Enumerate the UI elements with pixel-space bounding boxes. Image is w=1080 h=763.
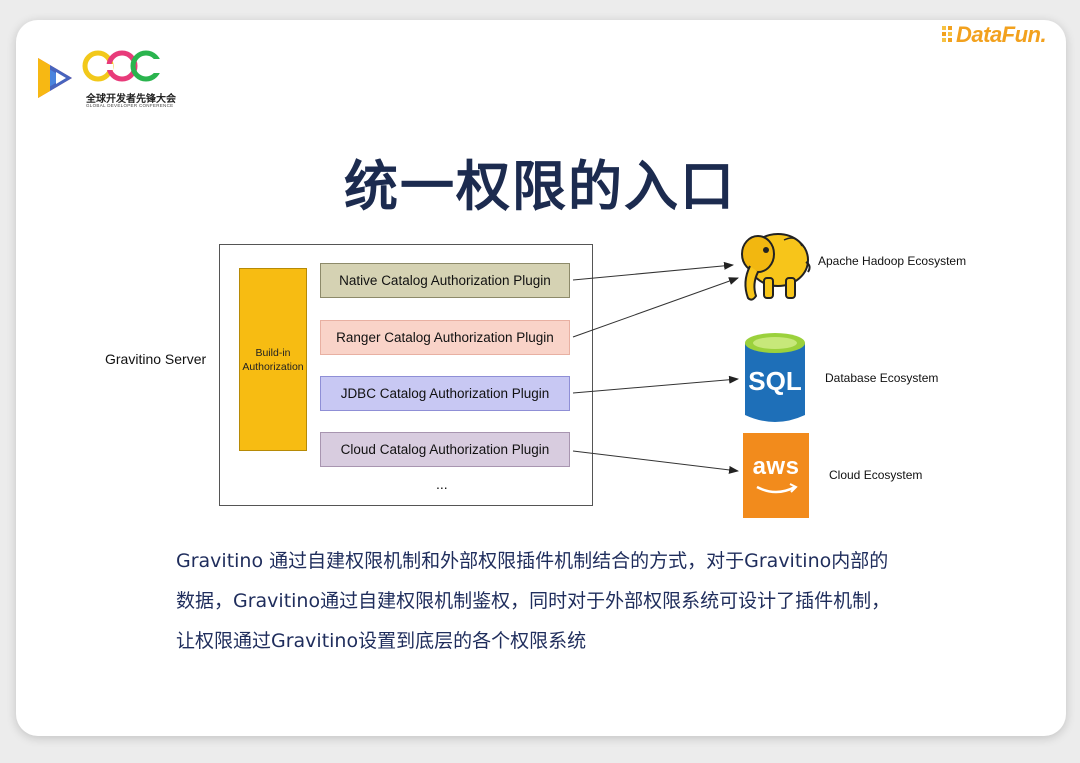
arrow-cloud-to-aws <box>572 450 739 474</box>
arrow-ranger-to-hadoop <box>572 277 739 338</box>
hadoop-ecosystem-label: Apache Hadoop Ecosystem <box>818 254 967 268</box>
aws-icon-text: aws <box>752 453 800 480</box>
gdc-logo-mark-icon <box>38 50 162 98</box>
hadoop-elephant-icon <box>736 220 812 306</box>
sql-icon-text: SQL <box>748 366 802 396</box>
page-title: 统一权限的入口 <box>344 155 736 218</box>
gravitino-server-label: Gravitino Server <box>105 351 207 367</box>
jdbc-plugin-label: JDBC Catalog Authorization Plugin <box>340 386 550 401</box>
description-line: 让权限通过Gravitino设置到底层的各个权限系统 <box>176 630 587 652</box>
gdc-english-name: GLOBAL DEVELOPER CONFERENCE <box>86 103 174 108</box>
native-plugin-box: Native Catalog Authorization Plugin <box>320 263 570 298</box>
builtin-authorization-box: Build-in Authorization <box>239 268 307 451</box>
cloud-plugin-label: Cloud Catalog Authorization Plugin <box>340 442 550 457</box>
jdbc-plugin-box: JDBC Catalog Authorization Plugin <box>320 376 570 411</box>
description-text: Gravitino 通过自建权限机制和外部权限插件机制结合的方式，对于Gravi… <box>176 541 936 661</box>
description-line: 数据，Gravitino通过自建权限机制鉴权，同时对于外部权限系统可设计了插件机… <box>176 590 891 612</box>
datafun-dots-icon <box>942 26 952 42</box>
more-plugins-ellipsis: ... <box>436 476 448 492</box>
cloud-ecosystem-label: Cloud Ecosystem <box>829 468 923 482</box>
description-line: Gravitino 通过自建权限机制和外部权限插件机制结合的方式，对于Gravi… <box>176 550 889 572</box>
ranger-plugin-label: Ranger Catalog Authorization Plugin <box>336 330 554 345</box>
datafun-wordmark: DataFun. <box>956 22 1047 47</box>
aws-cloud-icon: aws <box>743 433 809 518</box>
arrow-native-to-hadoop <box>572 261 734 281</box>
ranger-plugin-box: Ranger Catalog Authorization Plugin <box>320 320 570 355</box>
sql-database-icon: SQL <box>744 331 806 427</box>
gdc-logo: 全球开发者先锋大会 GLOBAL DEVELOPER CONFERENCE <box>36 46 176 112</box>
arrow-jdbc-to-database <box>572 375 739 394</box>
native-plugin-label: Native Catalog Authorization Plugin <box>339 273 551 288</box>
datafun-logo: DataFun. <box>940 18 1070 52</box>
database-ecosystem-label: Database Ecosystem <box>825 371 939 385</box>
cloud-plugin-box: Cloud Catalog Authorization Plugin <box>320 432 570 467</box>
gdc-chinese-name: 全球开发者先锋大会 <box>86 94 176 105</box>
